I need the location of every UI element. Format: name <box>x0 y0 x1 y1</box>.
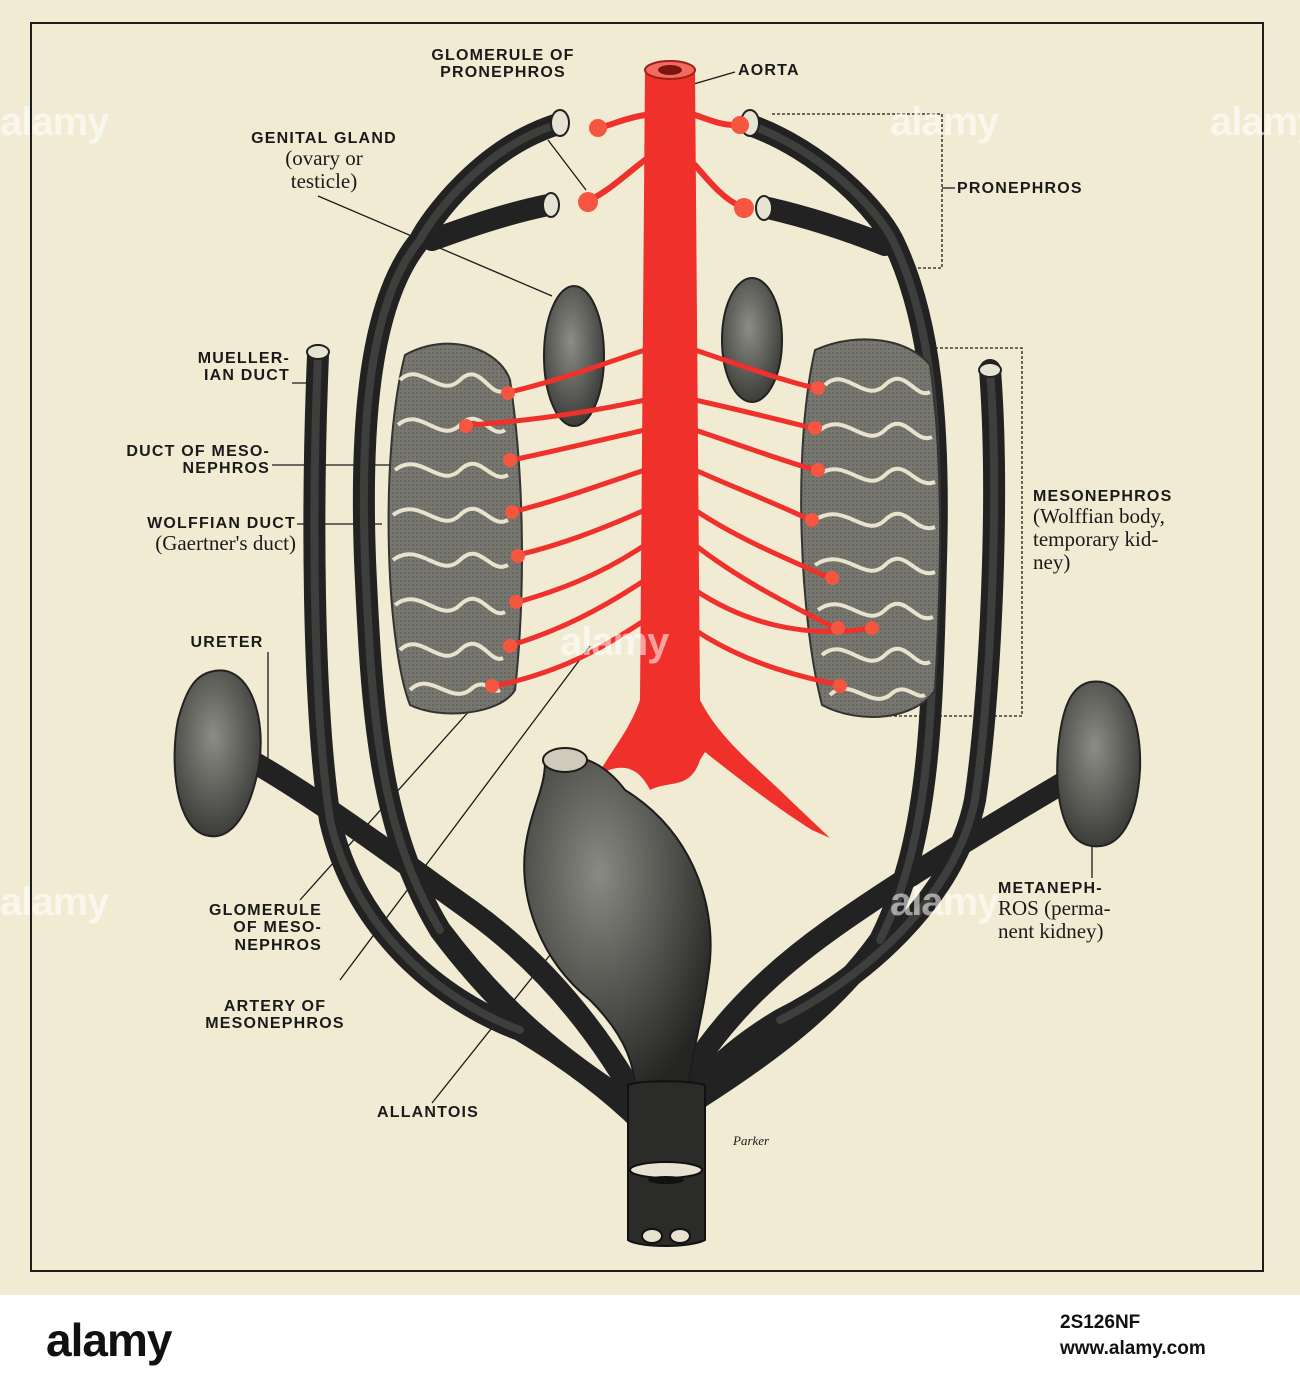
ducts <box>239 109 1079 1136</box>
leader-mesonephros-bracket <box>880 347 1023 717</box>
artist-signature: Parker <box>733 1133 770 1148</box>
leader-glomerule-pronephros <box>547 139 587 191</box>
left-kidney <box>173 669 262 838</box>
watermark: alamy <box>0 880 109 924</box>
label-duct-of-mesonephros: DUCT OF MESO- NEPHROS <box>126 443 270 478</box>
figure-plate: GLOMERULE OF PRONEPHROS AORTA GENITAL GL… <box>0 0 1300 1295</box>
label-muellerian-duct: MUELLER- IAN DUCT <box>197 350 290 385</box>
genital-glands <box>543 277 783 427</box>
watermark: alamy <box>890 100 999 144</box>
right-ureter <box>654 769 1079 1131</box>
image-id-block: 2S126NF www.alamy.com <box>1060 1310 1206 1361</box>
urogenital-diagram <box>173 60 1142 1247</box>
watermark: alamy <box>890 880 999 924</box>
left-genital-gland <box>543 285 605 427</box>
label-wolffian-duct: WOLFFIAN DUCT (Gaertner's duct) <box>147 515 296 556</box>
watermark: alamy <box>560 620 669 664</box>
label-glomerule-of-pronephros: GLOMERULE OF PRONEPHROS <box>431 47 575 82</box>
aorta-system <box>459 60 879 838</box>
figure-border <box>30 22 1264 1272</box>
label-genital-gland: GENITAL GLAND (ovary or testicle) <box>251 130 397 193</box>
site-url: www.alamy.com <box>1060 1337 1206 1359</box>
right-genital-gland <box>721 277 783 403</box>
label-mesonephros: MESONEPHROS (Wolffian body, temporary ki… <box>1033 488 1173 574</box>
glomeruli <box>459 116 879 693</box>
right-pronephric-tubule <box>757 197 896 256</box>
right-kidney <box>1056 680 1142 848</box>
label-ureter: URETER <box>190 634 264 651</box>
watermark: alamy <box>1210 100 1300 144</box>
alamy-logo: alamy <box>46 1314 172 1366</box>
metanephros-kidneys <box>173 669 1142 848</box>
label-metanephros: METANEPH- ROS (perma- nent kidney) <box>998 880 1111 943</box>
allantois-organ <box>523 747 712 1247</box>
label-aorta: AORTA <box>738 62 800 79</box>
label-allantois: ALLANTOIS <box>376 1104 480 1121</box>
image-id: 2S126NF <box>1060 1312 1141 1333</box>
watermark: alamy <box>0 100 109 144</box>
label-artery-of-mesonephros: ARTERY OF MESONEPHROS <box>205 998 345 1033</box>
stock-footer <box>0 1295 1300 1385</box>
leader-pronephros-bracket <box>772 113 943 269</box>
left-ureter <box>239 749 659 1131</box>
mesonephric-tubules <box>391 372 936 701</box>
aorta-trunk <box>598 70 830 838</box>
left-pronephric-tubule <box>421 194 559 251</box>
left-mesonephros <box>387 342 523 715</box>
label-pronephros: PRONEPHROS <box>957 180 1083 197</box>
mesonephric-arteries <box>467 347 875 689</box>
label-glomerule-of-mesonephros: GLOMERULE OF MESO- NEPHROS <box>208 902 322 954</box>
